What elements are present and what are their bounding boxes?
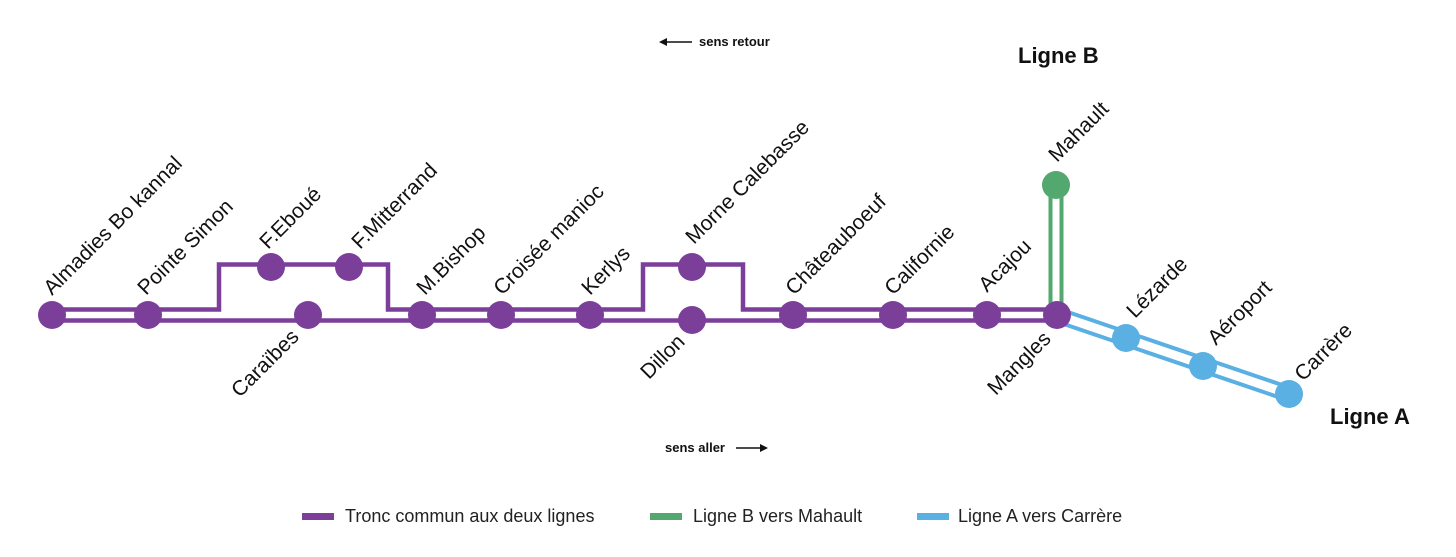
station-dot-mahault[interactable] — [1042, 171, 1070, 199]
station-label-lezarde: Lézarde — [1122, 253, 1192, 323]
station-label-chateauboeuf: Châteauboeuf — [781, 190, 891, 300]
station-dot-californie[interactable] — [879, 301, 907, 329]
station-label-mahault: Mahault — [1044, 97, 1113, 166]
line-a-track — [1054, 307, 1292, 402]
station-dot-mangles[interactable] — [1043, 301, 1071, 329]
legend-swatch-trunk — [302, 513, 334, 520]
station-dot-mbishop[interactable] — [408, 301, 436, 329]
station-dot-pointe-simon[interactable] — [134, 301, 162, 329]
legend: Tronc commun aux deux lignes Ligne B ver… — [302, 506, 1122, 526]
station-label-californie: Californie — [880, 221, 959, 300]
station-label-acajou: Acajou — [974, 235, 1036, 297]
station-dot-acajou[interactable] — [973, 301, 1001, 329]
line-b-track — [1048, 190, 1064, 313]
station-label-pointe-simon: Pointe Simon — [133, 195, 238, 300]
direction-retour-label: sens retour — [699, 34, 770, 49]
station-dot-lezarde[interactable] — [1112, 324, 1140, 352]
line-a-title: Ligne A — [1330, 404, 1410, 429]
station-dot-morne-calebasse[interactable] — [678, 253, 706, 281]
station-label-dillon: Dillon — [636, 330, 689, 383]
legend-label-trunk: Tronc commun aux deux lignes — [345, 506, 594, 526]
station-dot-fmitterrand[interactable] — [335, 253, 363, 281]
station-label-fmitterrand: F.Mitterrand — [347, 159, 442, 254]
legend-label-line-b: Ligne B vers Mahault — [693, 506, 862, 526]
station-dot-caraibes[interactable] — [294, 301, 322, 329]
legend-swatch-line-b — [650, 513, 682, 520]
station-label-mbishop: M.Bishop — [412, 221, 490, 299]
station-dot-dillon[interactable] — [678, 306, 706, 334]
station-label-mangles: Mangles — [983, 327, 1055, 399]
station-label-carrere: Carrère — [1290, 319, 1357, 386]
station-dot-carrere[interactable] — [1275, 380, 1303, 408]
direction-aller-label: sens aller — [665, 440, 725, 455]
legend-swatch-line-a — [917, 513, 949, 520]
station-label-aeroport: Aéroport — [1203, 276, 1276, 349]
station-dot-aeroport[interactable] — [1189, 352, 1217, 380]
station-label-morne-calebasse: Morne Calebasse — [681, 116, 814, 249]
station-dots — [38, 171, 1303, 408]
station-label-feboue: F.Eboué — [255, 183, 326, 254]
station-label-kerlys: Kerlys — [577, 242, 635, 300]
legend-item-trunk: Tronc commun aux deux lignes — [302, 506, 594, 526]
station-dot-kerlys[interactable] — [576, 301, 604, 329]
station-dot-croisee-manioc[interactable] — [487, 301, 515, 329]
direction-retour: sens retour — [659, 34, 770, 49]
station-dot-feboue[interactable] — [257, 253, 285, 281]
station-dot-almadies[interactable] — [38, 301, 66, 329]
legend-label-line-a: Ligne A vers Carrère — [958, 506, 1122, 526]
legend-item-line-b: Ligne B vers Mahault — [650, 506, 862, 526]
station-dot-chateauboeuf[interactable] — [779, 301, 807, 329]
station-label-caraibes: Caraïbes — [227, 325, 304, 402]
direction-aller: sens aller — [665, 440, 768, 455]
line-b-title: Ligne B — [1018, 43, 1099, 68]
legend-item-line-a: Ligne A vers Carrère — [917, 506, 1122, 526]
